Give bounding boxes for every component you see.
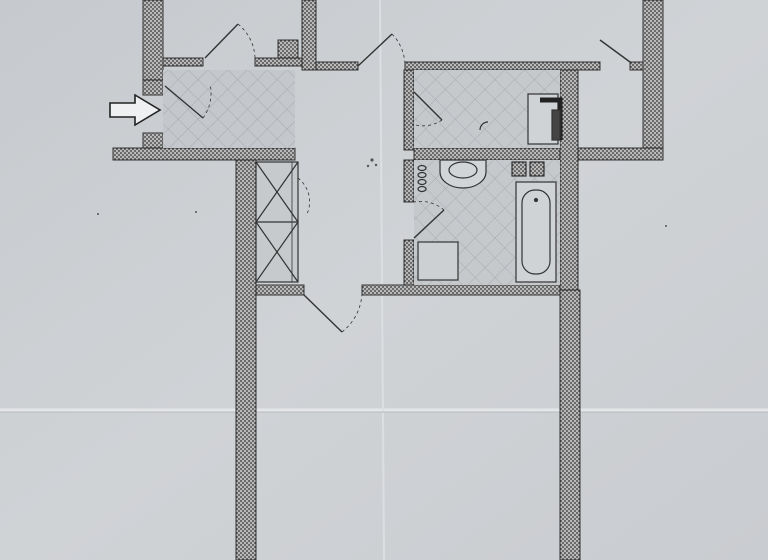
upper-left-door-leaf [204,23,239,59]
wall-bath-right [559,69,579,291]
fold-crease-vertical [379,0,385,560]
wall-upper-center-vertical [301,0,317,71]
wall-entry-jamb-top [142,79,164,96]
wardrobe-door-swing [297,177,310,217]
bath-fixtures [417,159,557,283]
bathtub-basin [521,189,551,275]
wall-room-top-right [361,284,561,296]
entrance-arrow-icon [109,93,162,127]
towel-radiator-icon [417,164,427,193]
wall-entry-bottom [112,147,296,161]
washing-machine-icon [417,241,459,281]
foyer-tile-pattern [163,70,295,148]
paper-marks [97,158,667,227]
entry-door-swing [202,83,212,119]
wall-room-right [559,289,581,560]
wall-right-upper-vertical [642,0,664,161]
entry-door-leaf [164,85,204,119]
doors [164,23,631,333]
wc-door-swing [411,119,443,127]
upper-center-door-swing [391,33,406,67]
wall-wc-left [403,69,415,151]
wall-wc-bottom [413,147,567,161]
upper-center-door-leaf [357,33,393,67]
wc-fixtures [479,93,563,145]
bath-shaft-2 [529,161,545,177]
wall-upper-left-stub [162,57,204,67]
wall-top-corridor-right [404,61,601,71]
wall-top-corridor-left [315,61,359,71]
sink-bowl [448,161,478,179]
bath-door-leaf [413,209,445,239]
wall-room-top-left [255,284,305,296]
wc-riser-block [551,109,561,141]
bath-shaft-1 [511,161,527,177]
wall-entry-jamb-bottom [142,132,164,149]
ventilation-shaft [277,39,299,59]
wall-room-left [235,159,257,560]
wc-door-leaf [413,91,443,121]
upper-right-door-leaf [599,39,631,63]
wc-toilet-arc [479,121,489,131]
sink-icon [439,159,487,189]
wall-bath-left-top [403,159,415,203]
wardrobe [255,161,299,283]
wall-bath-left-bottom [403,239,415,291]
bath-door-swing [413,201,445,211]
wall-right-room-bottom [577,147,664,161]
room-door-leaf [303,294,343,333]
wall-upper-left-vertical [142,0,164,81]
